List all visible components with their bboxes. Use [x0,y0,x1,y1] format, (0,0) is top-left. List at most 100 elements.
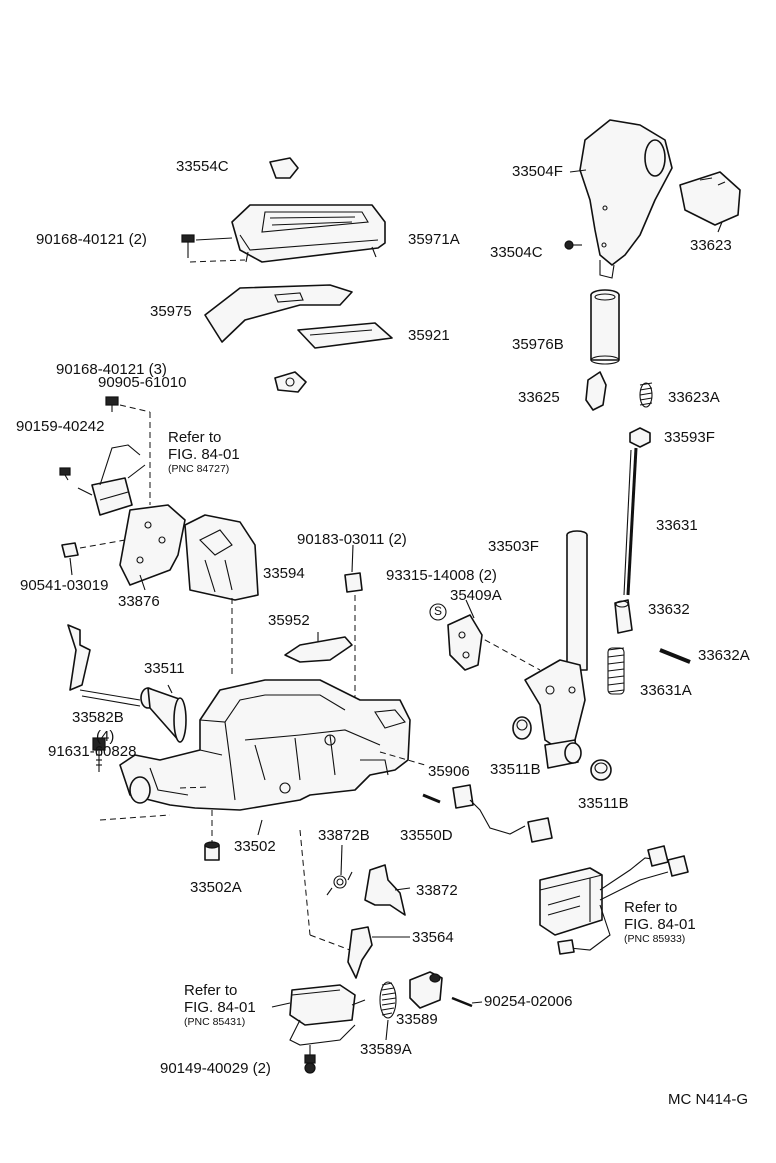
boot-35976B [590,289,620,365]
label-33876: 33876 [118,593,160,610]
screw-90159-40242 [59,467,71,481]
reference-84727: Refer to FIG. 84-01 (PNC 84727) [168,430,240,475]
label-90905-61010: 90905-61010 [98,374,187,391]
plate-35921 [297,322,393,349]
label-35906: 35906 [428,763,470,780]
label-33625: 33625 [518,389,560,406]
pin-33632A [659,648,691,664]
reference-pnc: (PNC 84727) [168,463,230,475]
nut-33593F [629,427,651,448]
reference-85933: Refer to FIG. 84-01 (PNC 85933) [624,900,696,945]
label-35976B: 35976B [512,336,564,353]
base-33502 [119,679,411,811]
screw-90149-40029 [304,1045,316,1074]
label-90183-03011: 90183-03011 (2) [297,531,407,548]
lever-35952 [284,636,353,663]
label-33593F: 33593F [664,429,715,446]
label-33872: 33872 [416,882,458,899]
pin-33550D [422,793,441,804]
label-33504C: 33504C [490,244,543,261]
knob-33504F [579,119,673,279]
spring-33872B [326,871,353,896]
bushing-33502A [204,841,220,861]
pin-33511 [140,687,187,743]
switch-84727 [77,444,141,516]
shaft-33582B [67,624,141,707]
screw-33504C [564,240,582,250]
reference-pnc: (PNC 85933) [624,933,686,945]
reference-fig-link[interactable]: FIG. 84-01 [184,999,256,1016]
clip-90183-03011 [344,572,363,593]
bezel-35975 [204,284,353,343]
reference-refer-text: Refer to [624,899,678,916]
label-35971A: 35971A [408,231,460,248]
label-33631: 33631 [656,517,698,534]
label-35409A: 35409A [450,587,502,604]
spring-33631A [607,647,625,695]
label-33511: 33511 [144,660,185,677]
label-33554C: 33554C [176,158,229,175]
label-33589: 33589 [396,1011,438,1028]
reference-85431: Refer to FIG. 84-01 (PNC 85431) [184,983,256,1028]
label-33550D: 33550D [400,827,453,844]
label-33632: 33632 [648,601,690,618]
bracket-33876 [119,504,186,586]
s-symbol-circle [429,603,447,621]
label-90254-02006: 90254-02006 [484,993,573,1010]
lever-33564 [347,926,373,979]
label-qty-4: (4) [96,728,115,745]
label-90541-03019: 90541-03019 [20,577,109,594]
bracket-33594 [184,514,259,601]
label-s-symbol: S [434,604,443,618]
label-33632A: 33632A [698,647,750,664]
screw-90168-40121-2 [181,234,195,258]
reference-refer-text: Refer to [184,982,238,999]
cover-33623 [679,171,741,233]
pin-90254-02006 [451,996,473,1008]
label-93315-14008: 93315-14008 (2) [386,567,497,584]
ecu-85933 [539,845,689,955]
part-33625 [585,371,607,411]
reference-pnc: (PNC 85431) [184,1016,246,1028]
lever-33872 [364,864,406,916]
nut-90541-03019 [61,542,79,558]
label-91631-60828: 91631-60828 [48,743,137,760]
label-33623: 33623 [690,237,732,254]
label-33504F: 33504F [512,163,563,180]
label-33623A: 33623A [668,389,720,406]
label-33511B-2: 33511B [578,795,629,812]
spring-33589A [379,981,397,1019]
label-90168-40121-2: 90168-40121 (2) [36,231,147,248]
label-33631A: 33631A [640,682,692,699]
reference-fig-link[interactable]: FIG. 84-01 [624,916,696,933]
label-33589A: 33589A [360,1041,412,1058]
spring-33623A [639,382,653,408]
reference-refer-text: Refer to [168,429,222,446]
label-33582B: 33582B [72,709,124,726]
label-33503F: 33503F [488,538,539,555]
bushing-33511B-1 [512,716,532,740]
bracket-35409A [447,614,483,671]
reference-fig-link[interactable]: FIG. 84-01 [168,446,240,463]
part-33589 [409,971,443,1009]
switch-35906 [452,784,553,843]
screw-90168-40121-3 [105,396,119,412]
shift-lever-33503F [524,530,588,769]
label-33564: 33564 [412,929,454,946]
bushing-33511B-2 [590,759,612,781]
label-90159-40242: 90159-40242 [16,418,105,435]
part-33632 [614,599,633,634]
label-35952: 35952 [268,612,310,629]
label-33594: 33594 [263,565,305,582]
solenoid-85431 [289,984,366,1046]
label-33502A: 33502A [190,879,242,896]
console-cover-35971A [231,204,386,263]
grommet-90905-61010 [274,371,307,393]
label-35921: 35921 [408,327,450,344]
label-90149-40029: 90149-40029 (2) [160,1060,271,1077]
cap-33554C [269,157,299,179]
rod-33631 [623,447,638,596]
label-35975: 35975 [150,303,192,320]
